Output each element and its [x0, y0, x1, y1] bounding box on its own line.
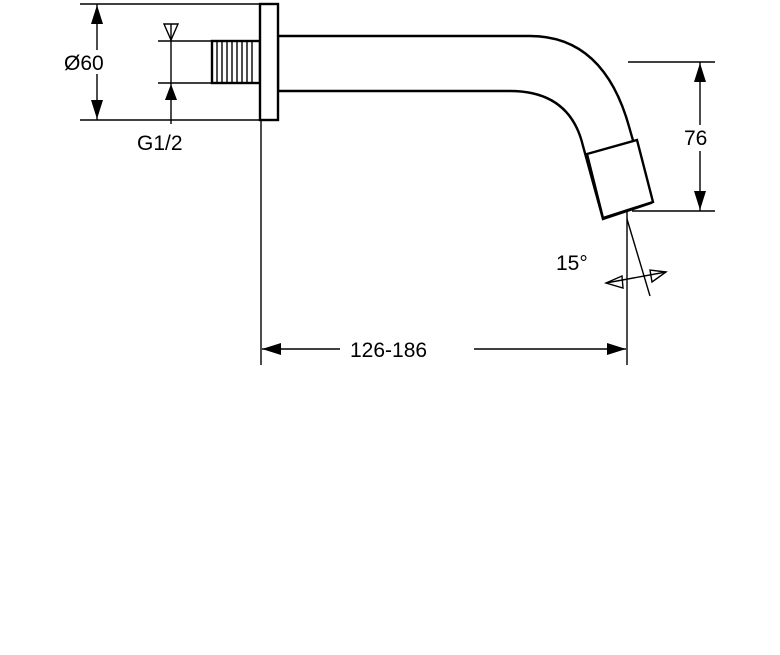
angle-arrow-left-icon: [603, 274, 624, 289]
spout-pipe: [276, 34, 653, 221]
arrowhead-down-icon: [91, 100, 103, 119]
arrowhead-down-icon: [694, 191, 706, 210]
thread-label: G1/2: [137, 132, 183, 155]
height-label: 76: [684, 127, 707, 150]
arrowhead-up-icon: [91, 5, 103, 24]
diameter-dimension: Ø60: [64, 3, 262, 121]
arrowhead-up-icon: [694, 63, 706, 82]
thread-dimension: G1/2: [137, 23, 212, 155]
arrowhead-right-icon: [607, 343, 626, 355]
thread-body: [210, 39, 262, 85]
angle-dimension: 15°: [556, 211, 668, 365]
thread-arrow-top-icon: [162, 23, 180, 42]
angle-arc-line: [605, 271, 667, 284]
projection-dimension: 126-186: [260, 120, 626, 365]
angle-label: 15°: [556, 252, 588, 275]
height-dimension: 76: [628, 61, 718, 212]
height-label-backdrop: [682, 125, 718, 151]
arrowhead-left-icon: [262, 343, 281, 355]
aerator-outlet: [585, 138, 655, 220]
angled-reference-line: [626, 218, 651, 297]
projection-label: 126-186: [350, 339, 427, 362]
angle-arrow-right-icon: [649, 269, 668, 284]
diameter-label: Ø60: [64, 52, 104, 75]
diameter-label-backdrop: [64, 50, 124, 74]
threaded-connector: [210, 39, 262, 85]
wall-flange: [258, 2, 280, 122]
thread-arrow-bottom-icon: [165, 84, 177, 100]
